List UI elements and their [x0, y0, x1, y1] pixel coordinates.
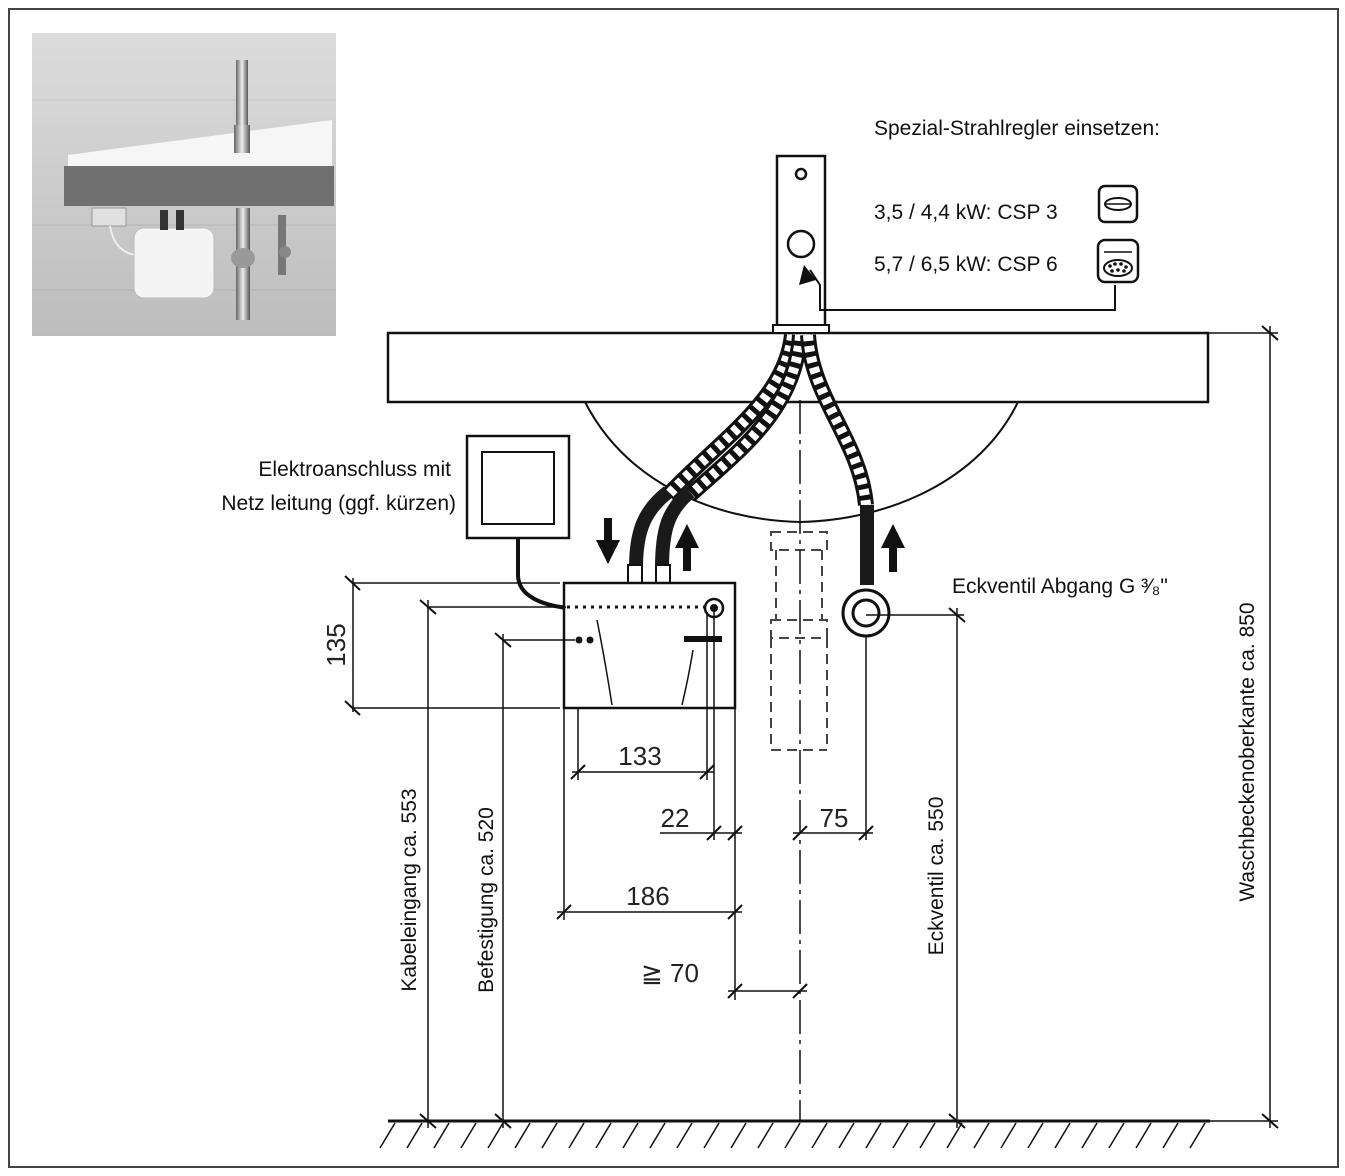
csp3-label: 3,5 / 4,4 kW: CSP 3 [874, 201, 1058, 224]
eckventil-label: Eckventil ca. 550 [925, 797, 948, 956]
arrow-up-icon [889, 546, 897, 572]
water-heater [562, 581, 737, 710]
arrow-down-icon [604, 518, 612, 542]
aerator-csp6-icon [1096, 238, 1140, 284]
dim-133: 133 [618, 741, 661, 771]
dim-22: 22 [661, 803, 690, 833]
waschbecken-label: Waschbeckenoberkante ca. 850 [1236, 602, 1259, 901]
strahlregler-title: Spezial-Strahlregler einsetzen: [874, 117, 1160, 140]
dim-min-70: ≧ 70 [641, 958, 699, 988]
befestigung-label: Befestigung ca. 520 [475, 807, 498, 993]
dim-135: 135 [321, 623, 351, 666]
angle-valve [841, 588, 891, 638]
arrow-up-icon [683, 545, 691, 571]
drawing-frame [8, 8, 1339, 1168]
product-photo [32, 33, 336, 336]
flow-arrows [596, 518, 905, 572]
siphon-outline [770, 531, 828, 751]
elektro-label-line2: Netz leitung (ggf. kürzen) [221, 492, 456, 515]
kabeleingang-label: Kabeleingang ca. 553 [398, 788, 421, 991]
dim-186: 186 [626, 881, 669, 911]
csp6-label: 5,7 / 6,5 kW: CSP 6 [874, 253, 1058, 276]
faucet [772, 154, 1116, 334]
aerator-csp3-icon [1097, 184, 1139, 224]
dimension-lines [344, 325, 1279, 1129]
hoses [627, 333, 874, 585]
floor [379, 1119, 1210, 1149]
arrow-up-icon [799, 265, 816, 285]
eckventil-abgang-label: Eckventil Abgang G ³⁄₈" [952, 575, 1168, 598]
dim-75: 75 [820, 803, 849, 833]
electrical-connection-box [465, 434, 571, 610]
elektro-label-line1: Elektroanschluss mit [258, 458, 451, 481]
